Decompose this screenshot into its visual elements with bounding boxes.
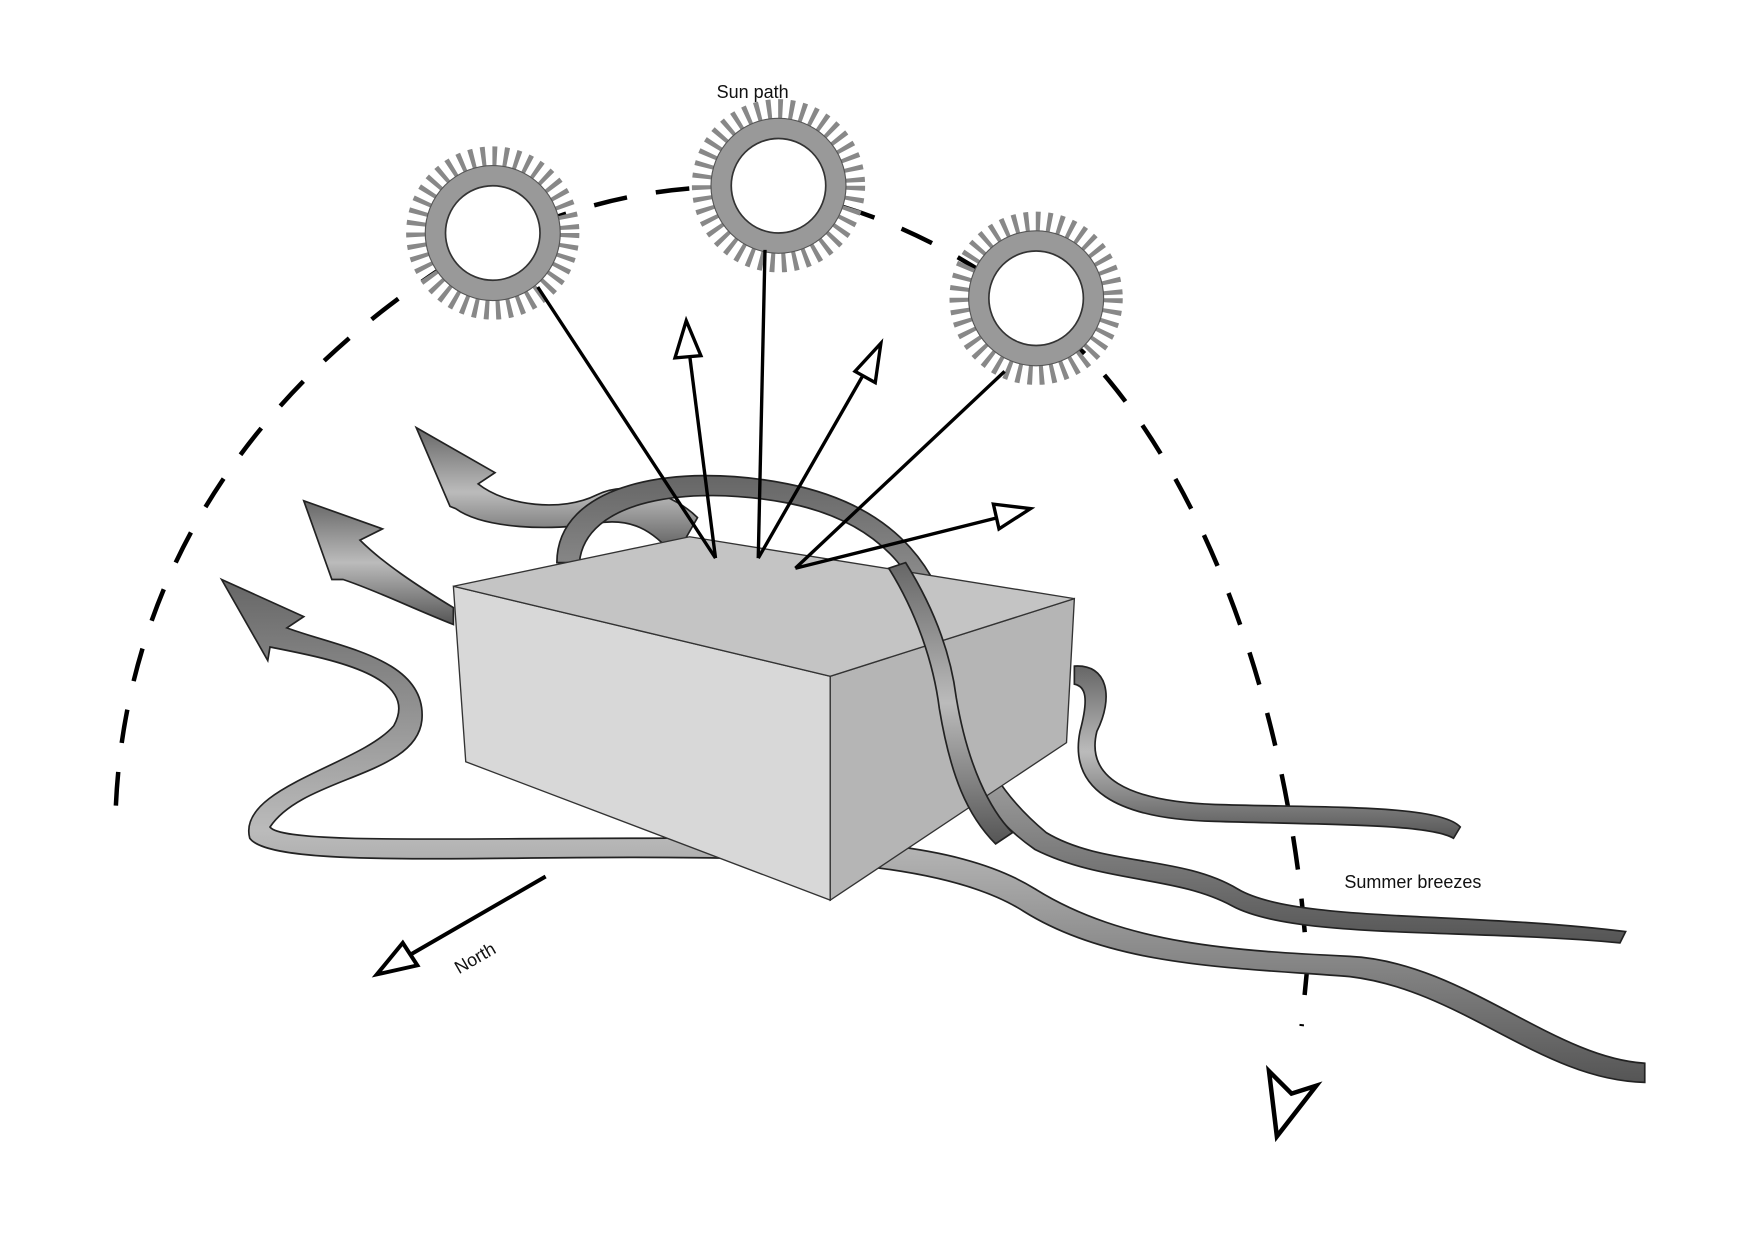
north-arrow	[371, 874, 547, 978]
ray-afternoon	[794, 370, 1006, 570]
reflection-arrow-2	[756, 364, 870, 559]
summer-breezes-label: Summer breezes	[1344, 872, 1481, 892]
reflection-arrowhead-3	[991, 502, 1036, 532]
breeze-ribbon-middle	[302, 499, 455, 626]
sun-icon-morning	[406, 146, 580, 320]
sun-icon-noon	[691, 99, 866, 273]
building-box	[452, 536, 1076, 902]
breeze-ribbons	[219, 425, 1646, 1084]
box-top-face	[453, 536, 1075, 677]
breeze-ribbon-right	[1073, 665, 1462, 840]
sun-icon-afternoon	[949, 211, 1123, 385]
sun-path-arrowhead	[1265, 1064, 1323, 1143]
breeze-ribbon-over-box	[887, 561, 1014, 845]
sun-path-label: Sun path	[717, 82, 789, 102]
reflection-arrowhead-1	[672, 315, 704, 360]
reflection-arrow-1	[685, 337, 718, 559]
breeze-ribbon-bottom	[219, 577, 1646, 1084]
ray-morning	[536, 286, 717, 560]
ray-noon	[756, 249, 767, 559]
sun-rays	[536, 249, 1036, 570]
reflection-arrow-3	[794, 513, 1008, 570]
reflection-arrowhead-2	[852, 338, 884, 386]
north-label: North	[451, 939, 499, 978]
sun-icons	[406, 99, 1123, 385]
